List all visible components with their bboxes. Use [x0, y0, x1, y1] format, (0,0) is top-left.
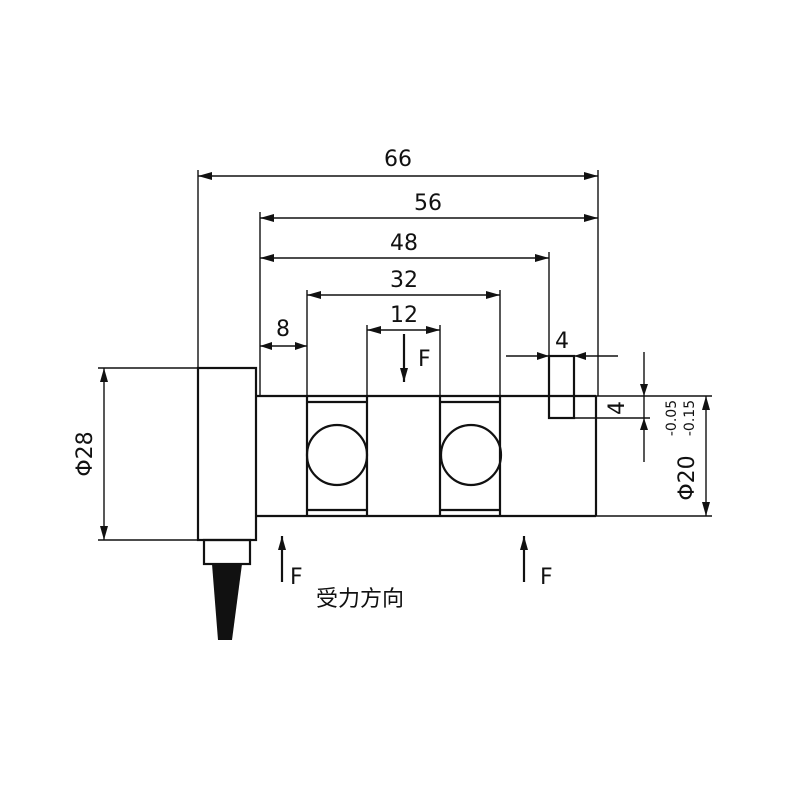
dim-56: 56 — [414, 191, 442, 216]
dim-32: 32 — [390, 268, 418, 293]
strain-hole-left — [305, 423, 369, 487]
left-mount-block — [196, 366, 258, 542]
force-label-bottom-right: F — [540, 565, 553, 590]
cable-nut — [202, 538, 252, 566]
force-label-top: F — [418, 347, 431, 372]
end-slot — [547, 354, 576, 420]
tol-lower: -0.15 — [682, 400, 698, 436]
extension-lines — [98, 170, 712, 541]
dim-dia28: Φ28 — [73, 431, 98, 476]
cable — [212, 564, 242, 640]
dim-4-vertical: 4 — [605, 401, 630, 415]
dim-48: 48 — [390, 231, 418, 256]
force-direction-label: 受力方向 — [316, 587, 404, 612]
dimension-lines — [100, 172, 710, 540]
tol-upper: -0.05 — [664, 400, 680, 436]
sensor-body — [196, 354, 598, 640]
dim-4-horizontal: 4 — [555, 329, 569, 354]
dimension-texts: 66 56 48 32 12 8 4 4 Φ28 Φ20 -0.05 -0.15 — [73, 147, 700, 501]
force-indicators: F F F 受力方向 — [278, 334, 553, 612]
strain-hole-right — [439, 423, 503, 487]
force-label-bottom-left: F — [290, 565, 303, 590]
dim-8: 8 — [276, 317, 290, 342]
dim-12: 12 — [390, 303, 418, 328]
dim-dia20: Φ20 — [675, 455, 700, 500]
dim-66: 66 — [384, 147, 412, 172]
